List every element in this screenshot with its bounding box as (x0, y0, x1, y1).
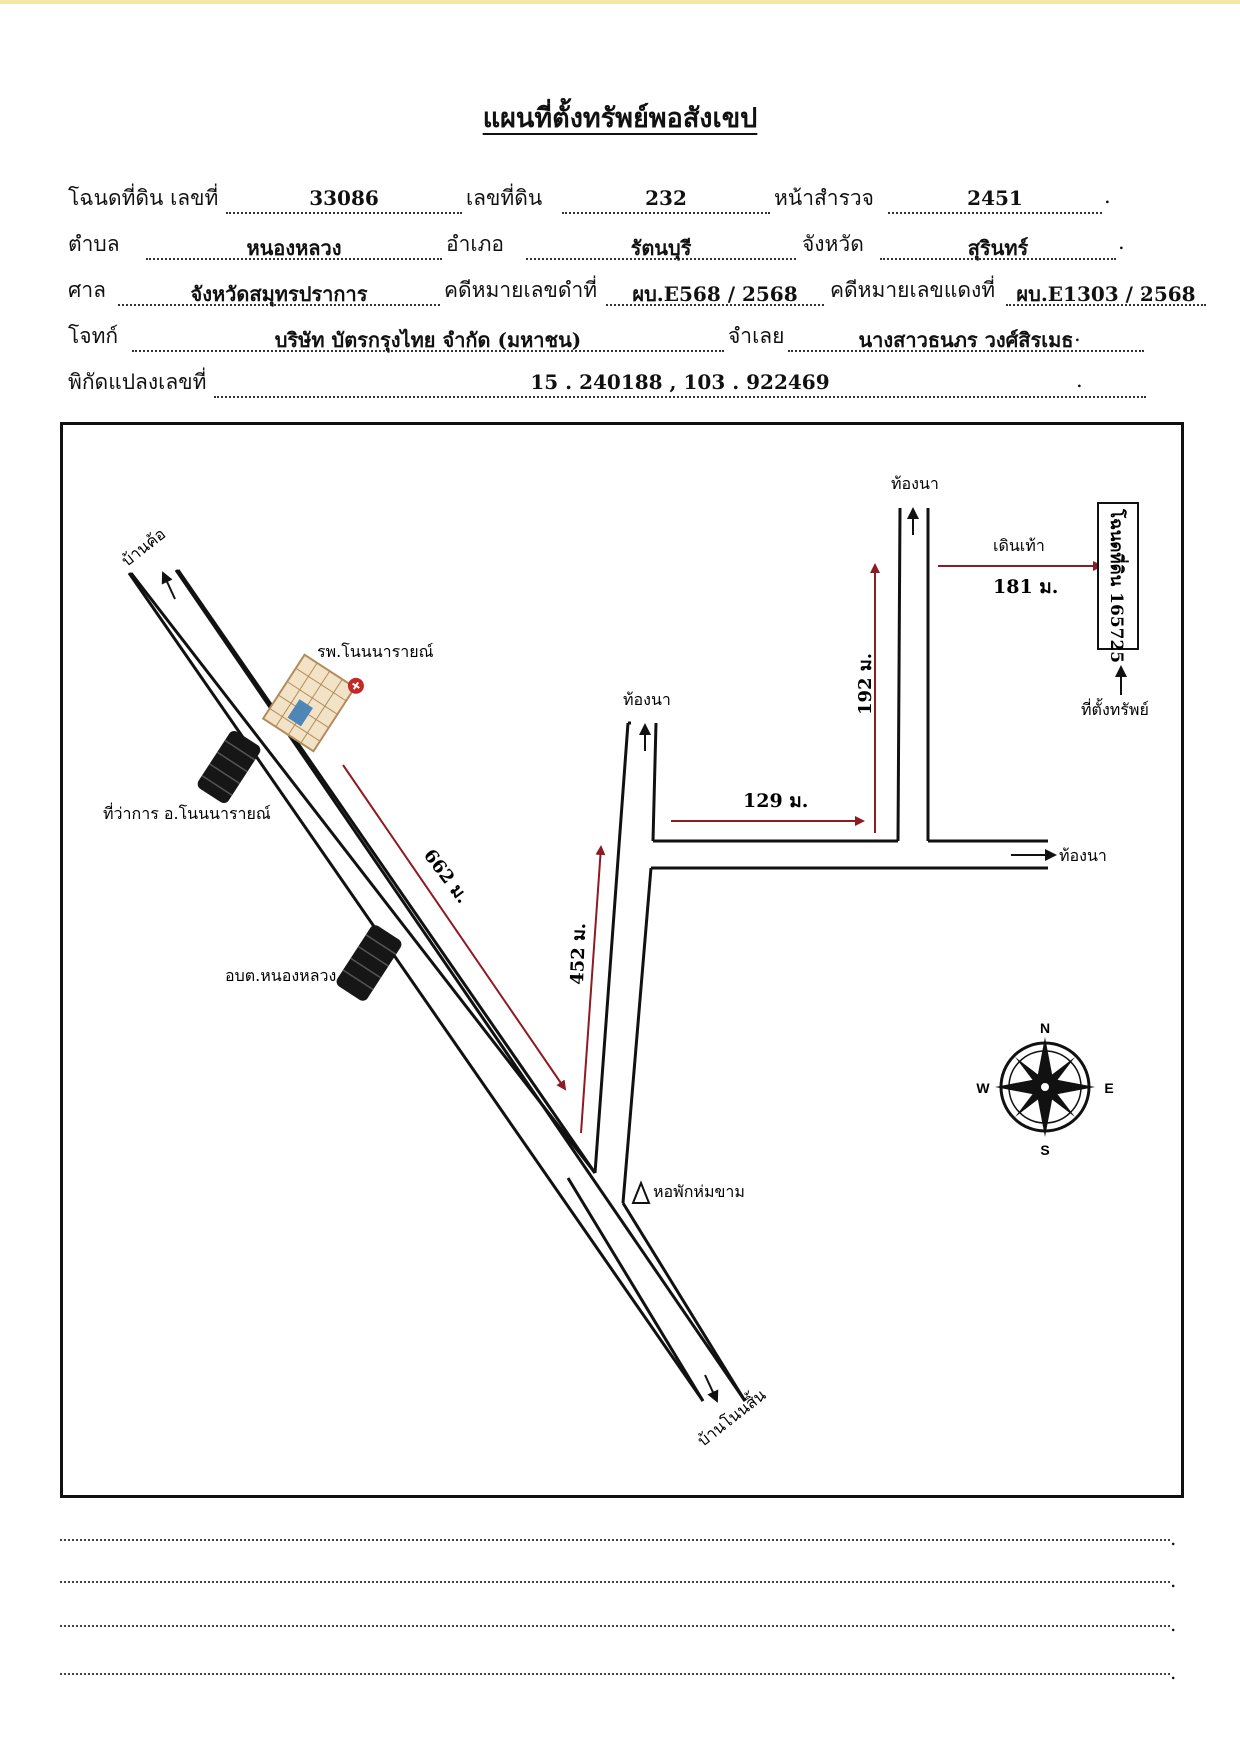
distance-662: 662 ม. (419, 845, 473, 907)
coordinate-label: พิกัดแปลงเลขที่ (68, 370, 207, 394)
row-end-dot: . (1118, 230, 1125, 254)
distance-192: 192 ม. (855, 653, 876, 715)
amphoe-label: อำเภอ (446, 232, 505, 256)
label-ban-kho: บ้านค้อ (118, 524, 169, 570)
label-field-1: ท้องนา (623, 690, 671, 709)
row-end-dot: . (1104, 184, 1111, 208)
defendant-label: จำเลย (728, 324, 785, 348)
label-sao: อบต.หนองหลวง (225, 966, 336, 985)
label-field-2: ท้องนา (891, 474, 939, 493)
route-segment-452 (580, 845, 606, 1134)
label-field-3: ท้องนา (1059, 846, 1107, 865)
court-label: ศาล (68, 278, 106, 302)
distance-452: 452 ม. (567, 922, 590, 985)
court-row: ศาล จังหวัดสมุทรปราการ คดีหมายเลขดำที่ ผ… (68, 274, 1206, 310)
label-walk: เดินเท้า (993, 536, 1045, 555)
amphoe-value: รัตนบุรี (526, 232, 796, 260)
red-case-value: ผบ.E1303 / 2568 (1006, 278, 1206, 306)
deed-label: โฉนดที่ดิน เลขที่ (68, 186, 219, 210)
compass-east: E (1104, 1080, 1113, 1096)
label-ban-non-sin: บ้านโนนสิ้น (693, 1384, 770, 1451)
black-case-value: ผบ.E568 / 2568 (606, 278, 824, 306)
map-drawing: โฉนดที่ดิน 165725 N S E W บ้านค้อ บ้านโน… (103, 474, 1149, 1451)
note-line-4-end: . (1170, 1660, 1177, 1684)
label-dormitory: หอพักห่มขาม (653, 1182, 745, 1201)
note-line-4 (60, 1672, 1170, 1675)
compass-north: N (1040, 1020, 1050, 1036)
document-title: แผนที่ตั้งทรัพย์พอสังเขป (482, 103, 758, 134)
red-case-label: คดีหมายเลขแดงที่ (830, 278, 996, 302)
black-case-label: คดีหมายเลขดำที่ (444, 278, 598, 302)
compass-west: W (976, 1080, 990, 1096)
distance-129: 129 ม. (743, 790, 808, 812)
route (342, 561, 1103, 1134)
hospital-icon (261, 653, 364, 753)
parties-row: โจทก์ บริษัท บัตรกรุงไทย จำกัด (มหาชน) จ… (68, 320, 1148, 356)
province-label: จังหวัด (802, 232, 864, 256)
location-row: ตำบล หนองหลวง อำเภอ รัตนบุรี จังหวัด สุร… (68, 228, 1148, 264)
coordinate-value: 15 . 240188 , 103 . 922469 (214, 370, 1146, 398)
note-line-3 (60, 1624, 1170, 1627)
note-line-1-end: . (1170, 1526, 1177, 1550)
court-value: จังหวัดสมุทรปราการ (118, 278, 440, 306)
label-hospital: รพ.โนนนารายณ์ (317, 642, 434, 661)
dormitory-icon (631, 1180, 651, 1204)
survey-number: 2451 (888, 186, 1102, 214)
deed-number: 33086 (226, 186, 462, 214)
arrow-to-ban-non-sin (704, 1374, 719, 1403)
note-line-2-end: . (1170, 1568, 1177, 1592)
land-number: 232 (562, 186, 770, 214)
plaintiff-value: บริษัท บัตรกรุงไทย จำกัด (มหาชน) (132, 324, 724, 352)
land-number-label: เลขที่ดิน (466, 186, 543, 210)
deed-box (1097, 502, 1139, 650)
side-road (593, 507, 1048, 1204)
route-segment-662 (342, 764, 567, 1091)
defendant-value: นางสาวธนภร วงศ์สิรเมธ (788, 324, 1144, 352)
label-property: ที่ตั้งทรัพย์ (1081, 698, 1149, 719)
deed-box-label: โฉนดที่ดิน 165725 (1106, 508, 1129, 663)
row-end-dot: . (1074, 322, 1081, 346)
note-line-1 (60, 1538, 1170, 1541)
row-end-dot: . (1076, 368, 1083, 392)
tambon-value: หนองหลวง (146, 232, 442, 260)
district-office-icon (197, 730, 261, 804)
tambon-label: ตำบล (68, 232, 120, 256)
deed-row: โฉนดที่ดิน เลขที่ 33086 เลขที่ดิน 232 หน… (68, 182, 1148, 218)
row-end-dot: . (1140, 276, 1147, 300)
survey-label: หน้าสำรวจ (774, 186, 874, 210)
province-value: สุรินทร์ (880, 232, 1116, 260)
note-line-2 (60, 1580, 1170, 1583)
distance-181: 181 ม. (993, 576, 1058, 598)
compass-icon (995, 1037, 1095, 1137)
sao-office-icon (336, 925, 402, 1001)
note-line-3-end: . (1170, 1612, 1177, 1636)
arrow-to-ban-kho (161, 571, 176, 600)
label-district-office: ที่ว่าการ อ.โนนนารายณ์ (103, 802, 271, 823)
location-map: โฉนดที่ดิน 165725 N S E W บ้านค้อ บ้านโน… (60, 422, 1184, 1498)
plaintiff-label: โจทก์ (68, 324, 119, 348)
compass-south: S (1040, 1142, 1049, 1158)
coordinate-row: พิกัดแปลงเลขที่ 15 . 240188 , 103 . 9224… (68, 366, 1148, 402)
page-top-edge (0, 0, 1240, 4)
